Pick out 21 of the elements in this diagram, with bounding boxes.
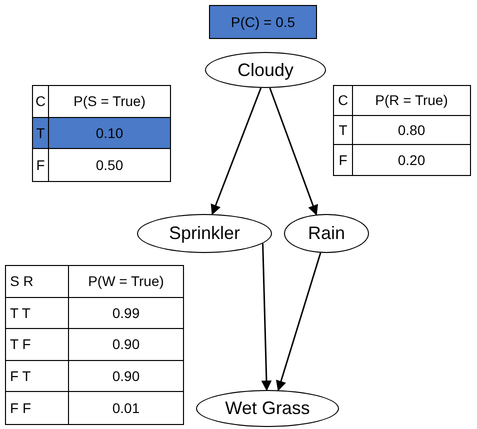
table-cell: S R xyxy=(6,266,69,298)
table-cell: T F xyxy=(6,329,69,361)
table-cell: T xyxy=(334,116,353,146)
arrow xyxy=(276,252,322,392)
arrow xyxy=(269,88,318,216)
table-cell: C xyxy=(334,86,353,116)
table-cell: C xyxy=(33,86,49,118)
table-cell: 0.10 xyxy=(49,118,170,150)
node-label: Wet Grass xyxy=(225,398,310,419)
table-cell: 0.99 xyxy=(69,298,183,330)
arrow xyxy=(210,88,262,216)
table-cell: 0.80 xyxy=(353,116,470,146)
node-label: Cloudy xyxy=(237,60,294,80)
table-cell: T xyxy=(33,118,49,150)
node-label: Rain xyxy=(308,223,346,244)
probability-box xyxy=(209,5,317,39)
arrow xyxy=(261,243,272,392)
table-cell: F T xyxy=(6,360,69,392)
node-label: Sprinkler xyxy=(168,223,240,244)
node-label: P(C) = 0.5 xyxy=(230,14,296,30)
table-cell: T T xyxy=(6,298,69,330)
